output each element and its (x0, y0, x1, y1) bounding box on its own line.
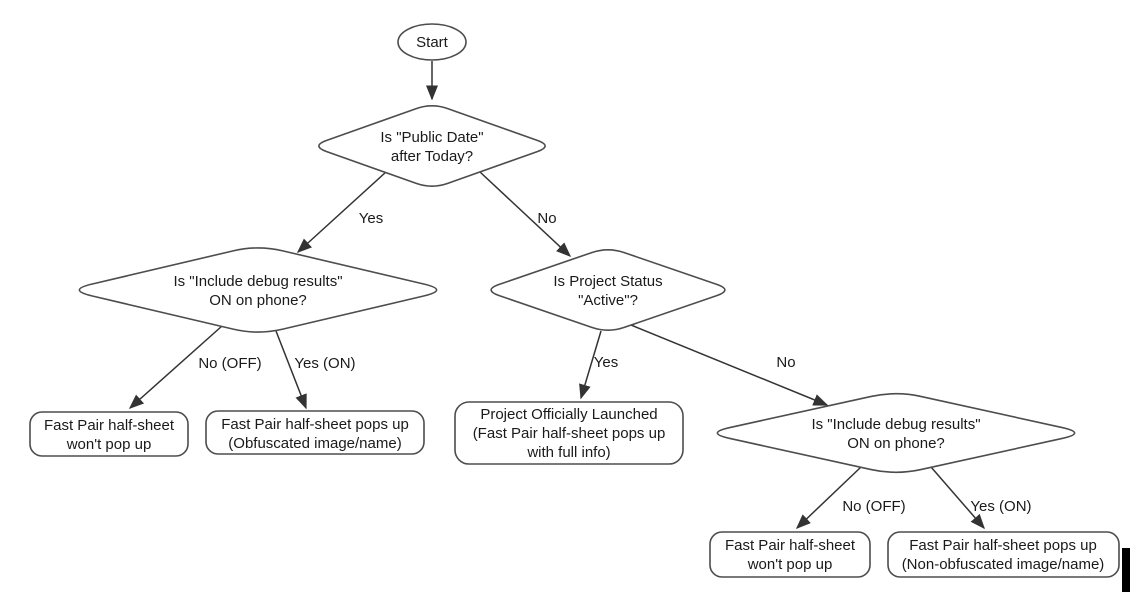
decision-public-date-shape (318, 104, 546, 188)
start-ellipse (397, 23, 467, 61)
result-obfuscated: Fast Pair half-sheet pops up (Obfuscated… (205, 410, 425, 455)
result-wont-popup-right-line1: Fast Pair half-sheet (725, 537, 856, 554)
decision-debug-right-line1: Is "Include debug results" (811, 416, 980, 433)
result-non-obfuscated-line2: (Non-obfuscated image/name) (902, 556, 1105, 573)
connectors (128, 61, 985, 530)
result-wont-popup-right-shape (709, 531, 871, 578)
result-launched-line2: (Fast Pair half-sheet pops up (473, 425, 666, 442)
decision-debug-left-shape (78, 247, 438, 333)
connector-debug-left-yes (275, 330, 307, 410)
result-wont-popup-left-shape (29, 411, 189, 457)
decision-public-date-line2: after Today? (391, 148, 473, 165)
decision-debug-left-line1: Is "Include debug results" (173, 273, 342, 290)
result-non-obfuscated: Fast Pair half-sheet pops up (Non-obfusc… (887, 531, 1120, 578)
decision-project-status: Is Project Status "Active"? (490, 248, 726, 332)
connector-public-date-yes (296, 171, 387, 254)
edge-labels: Yes No No (OFF) Yes (ON) Yes No No (OFF)… (198, 210, 1031, 515)
connector-public-date-no (479, 171, 572, 258)
edge-label-public-date-yes: Yes (359, 210, 383, 227)
result-wont-popup-left-line1: Fast Pair half-sheet (44, 417, 175, 434)
result-obfuscated-line2: (Obfuscated image/name) (228, 435, 401, 452)
decision-project-status-shape (490, 248, 726, 332)
decision-public-date-line1: Is "Public Date" (380, 129, 483, 146)
connector-debug-right-no (795, 466, 862, 530)
decision-debug-left: Is "Include debug results" ON on phone? (78, 247, 438, 333)
result-launched-line1: Project Officially Launched (480, 406, 657, 423)
connector-debug-left-no (128, 325, 223, 409)
decision-public-date: Is "Public Date" after Today? (318, 104, 546, 188)
result-non-obfuscated-line1: Fast Pair half-sheet pops up (909, 537, 1097, 554)
result-non-obfuscated-shape (887, 531, 1120, 578)
edge-label-debug-left-no: No (OFF) (198, 355, 261, 372)
edge-label-public-date-no: No (537, 210, 556, 227)
start-label: Start (416, 34, 449, 51)
decision-debug-right-line2: ON on phone? (847, 435, 945, 452)
connector-project-status-no (630, 324, 829, 406)
decision-debug-left-line2: ON on phone? (209, 292, 307, 309)
connector-debug-right-yes (930, 466, 985, 530)
result-launched-shape (454, 401, 684, 465)
result-obfuscated-line1: Fast Pair half-sheet pops up (221, 416, 409, 433)
start-node: Start (397, 23, 467, 61)
decision-project-status-line2: "Active"? (578, 292, 638, 309)
result-launched: Project Officially Launched (Fast Pair h… (454, 401, 684, 465)
edge-label-debug-right-no: No (OFF) (842, 498, 905, 515)
result-wont-popup-left-line2: won't pop up (66, 436, 152, 453)
result-launched-line3: with full info) (526, 444, 610, 461)
edge-label-project-status-no: No (776, 354, 795, 371)
decision-debug-right-shape (716, 392, 1076, 474)
result-wont-popup-right: Fast Pair half-sheet won't pop up (709, 531, 871, 578)
edge-label-debug-right-yes: Yes (ON) (970, 498, 1031, 515)
edge-label-project-status-yes: Yes (594, 354, 618, 371)
decision-project-status-line1: Is Project Status (553, 273, 662, 290)
text-cursor (1122, 548, 1130, 592)
result-wont-popup-right-line2: won't pop up (747, 556, 833, 573)
decision-debug-right: Is "Include debug results" ON on phone? (716, 392, 1076, 474)
edge-label-debug-left-yes: Yes (ON) (294, 355, 355, 372)
result-obfuscated-shape (205, 410, 425, 455)
connector-project-status-yes (579, 330, 602, 400)
result-wont-popup-left: Fast Pair half-sheet won't pop up (29, 411, 189, 457)
